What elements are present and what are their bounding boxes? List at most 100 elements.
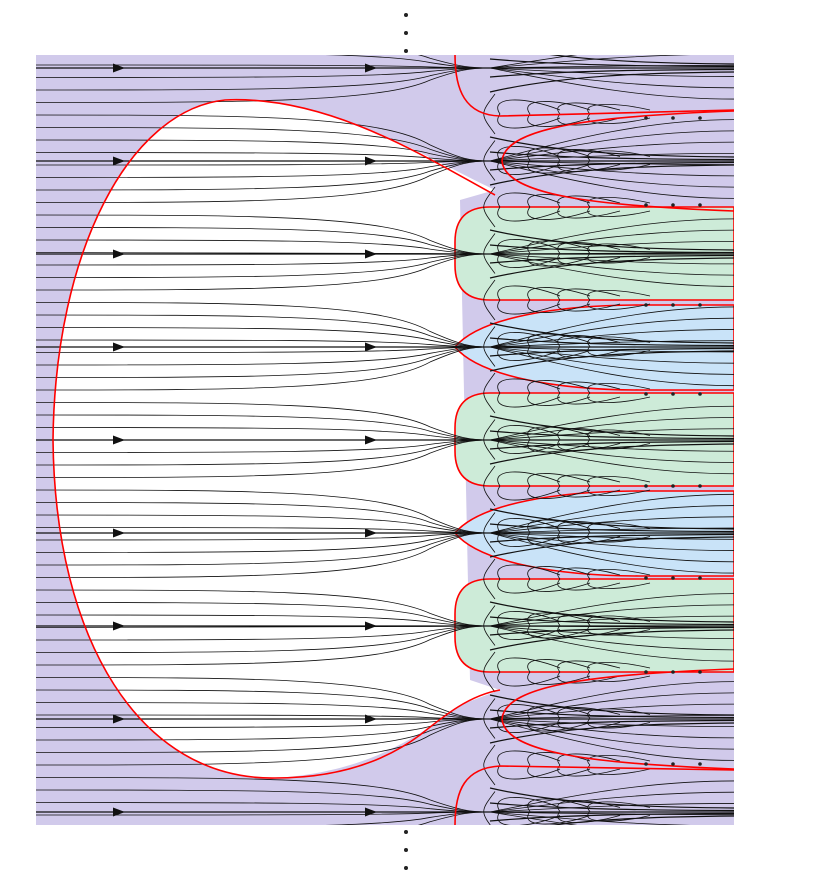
stable-streamline	[489, 626, 734, 636]
loop-streamline	[557, 195, 621, 219]
streamline	[36, 532, 734, 566]
ellipsis-dot	[404, 866, 408, 870]
arrow-icon	[113, 435, 125, 445]
stable-streamline	[489, 161, 734, 171]
streamline	[36, 514, 734, 534]
stable-streamline	[489, 322, 734, 344]
separatrix	[483, 465, 496, 507]
stable-streamline	[489, 347, 734, 357]
separatrix	[483, 233, 496, 274]
loop-streamline	[587, 104, 651, 124]
separatrix	[483, 605, 496, 646]
separatrix	[483, 558, 496, 600]
loop-streamline	[587, 569, 651, 589]
stable-streamline	[489, 694, 734, 716]
arrow-icon	[365, 342, 377, 352]
streamline	[36, 532, 734, 553]
streamline	[36, 718, 734, 753]
stable-streamline	[489, 430, 734, 440]
loop-streamline	[497, 797, 561, 825]
stable-streamline	[489, 415, 734, 437]
streamline	[36, 67, 734, 103]
loop-streamline	[497, 750, 561, 780]
streamline	[36, 114, 734, 162]
loop-streamline	[497, 611, 561, 640]
continuation-dot	[671, 576, 675, 580]
arrow-icon	[365, 528, 377, 538]
arrow-icon	[365, 63, 377, 73]
loop-streamline	[527, 333, 591, 360]
streamline	[417, 55, 577, 69]
stable-streamline	[489, 533, 734, 543]
loop-streamline	[527, 519, 591, 546]
streamline	[36, 239, 734, 255]
streamline	[36, 439, 734, 478]
streamline	[36, 414, 734, 441]
loop-streamline	[557, 567, 621, 591]
purple-tongue-boundary	[501, 110, 734, 212]
continuation-dot	[671, 762, 675, 766]
loop-streamline	[527, 798, 591, 825]
continuation-dot	[671, 203, 675, 207]
streamline	[36, 327, 734, 348]
loop-streamline	[527, 473, 591, 499]
continuation-dot	[644, 392, 648, 396]
separatrix	[483, 791, 496, 825]
continuation-dot	[644, 762, 648, 766]
separatrix	[483, 140, 496, 181]
loop-streamline	[527, 240, 591, 267]
streamline	[36, 339, 734, 348]
arrow-icon	[113, 156, 125, 166]
streamline	[36, 689, 734, 720]
stable-streamline	[489, 244, 734, 254]
streamline	[36, 160, 734, 178]
stable-streamline	[489, 257, 734, 279]
arrow-icon	[113, 249, 125, 259]
streamline	[36, 152, 734, 162]
stable-streamline	[489, 719, 734, 729]
separatrix	[483, 651, 496, 693]
stable-streamline	[489, 802, 734, 812]
ellipsis-dot	[404, 31, 408, 35]
streamline	[36, 253, 734, 291]
streamline	[36, 489, 734, 534]
streamline	[36, 502, 734, 534]
stable-streamline	[489, 68, 734, 78]
loop-streamline	[497, 99, 561, 129]
arrow-icon	[365, 807, 377, 817]
continuation-dot	[671, 303, 675, 307]
streamline	[36, 439, 734, 466]
stable-streamline	[489, 812, 734, 822]
loop-streamline	[497, 704, 561, 733]
loop-streamline	[557, 753, 621, 777]
streamline	[36, 677, 734, 720]
loop-streamline	[557, 660, 621, 684]
continuation-dot	[644, 576, 648, 580]
streamline	[325, 55, 692, 69]
streamline	[36, 160, 734, 203]
loop-streamline	[587, 290, 651, 310]
arrow-icon	[365, 621, 377, 631]
loop-streamline	[497, 332, 561, 361]
loop-streamline	[527, 287, 591, 313]
continuation-dot	[671, 392, 675, 396]
stable-streamline	[489, 350, 734, 372]
streamline	[36, 589, 734, 627]
loop-streamline	[527, 566, 591, 592]
loop-streamline	[587, 383, 651, 403]
streamline	[36, 625, 734, 653]
streamline	[36, 314, 734, 348]
inner-white-region	[53, 99, 500, 779]
loop-streamline	[527, 147, 591, 174]
purple-tongue-boundary	[501, 668, 734, 770]
stable-streamline	[489, 787, 734, 809]
stable-streamline	[489, 523, 734, 533]
loop-streamline	[587, 662, 651, 682]
continuation-dot	[698, 670, 702, 674]
streamline	[325, 811, 692, 825]
streamline	[36, 253, 734, 278]
continuation-dot	[671, 670, 675, 674]
white-region-boundary	[52, 98, 501, 779]
arrow-icon	[113, 342, 125, 352]
continuation-dot	[698, 576, 702, 580]
